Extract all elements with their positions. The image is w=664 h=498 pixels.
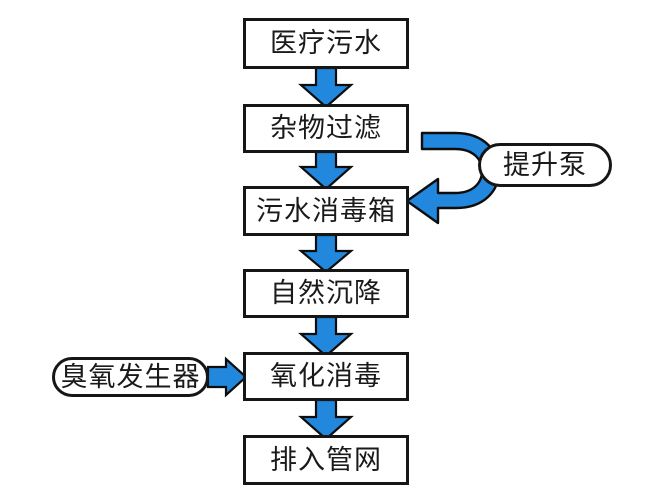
arrow-sedimentation-to-oxidation	[298, 315, 354, 358]
node-natural-sedimentation[interactable]: 自然沉降	[243, 269, 409, 318]
node-oxidation-disinfection[interactable]: 氧化消毒	[243, 352, 409, 401]
arrow-tank-to-sedimentation	[297, 233, 355, 274]
arrow-filter-to-disinfection-tank	[298, 150, 354, 191]
node-sewage-disinfection-tank[interactable]: 污水消毒箱	[243, 186, 409, 236]
arrow-ozone-to-oxidation	[206, 356, 248, 398]
arrow-wastewater-to-filter	[298, 66, 354, 109]
arrow-oxidation-to-discharge	[298, 398, 354, 441]
node-label-oxidation-disinfection: 氧化消毒	[270, 361, 382, 391]
node-discharge-to-pipe-network[interactable]: 排入管网	[243, 435, 409, 485]
node-label-sewage-disinfection-tank: 污水消毒箱	[256, 195, 396, 226]
node-label-ozone-generator: 臭氧发生器	[60, 361, 201, 392]
node-label-discharge-to-pipe-network: 排入管网	[270, 444, 382, 475]
node-label-natural-sedimentation: 自然沉降	[270, 278, 382, 308]
node-label-lift-pump: 提升泵	[503, 149, 587, 180]
node-label-medical-wastewater: 医疗污水	[270, 28, 382, 58]
node-debris-filtration[interactable]: 杂物过滤	[243, 104, 409, 153]
node-medical-wastewater[interactable]: 医疗污水	[243, 18, 409, 69]
node-ozone-generator[interactable]: 臭氧发生器	[52, 357, 209, 397]
node-label-debris-filtration: 杂物过滤	[270, 113, 382, 143]
node-lift-pump[interactable]: 提升泵	[478, 143, 612, 187]
